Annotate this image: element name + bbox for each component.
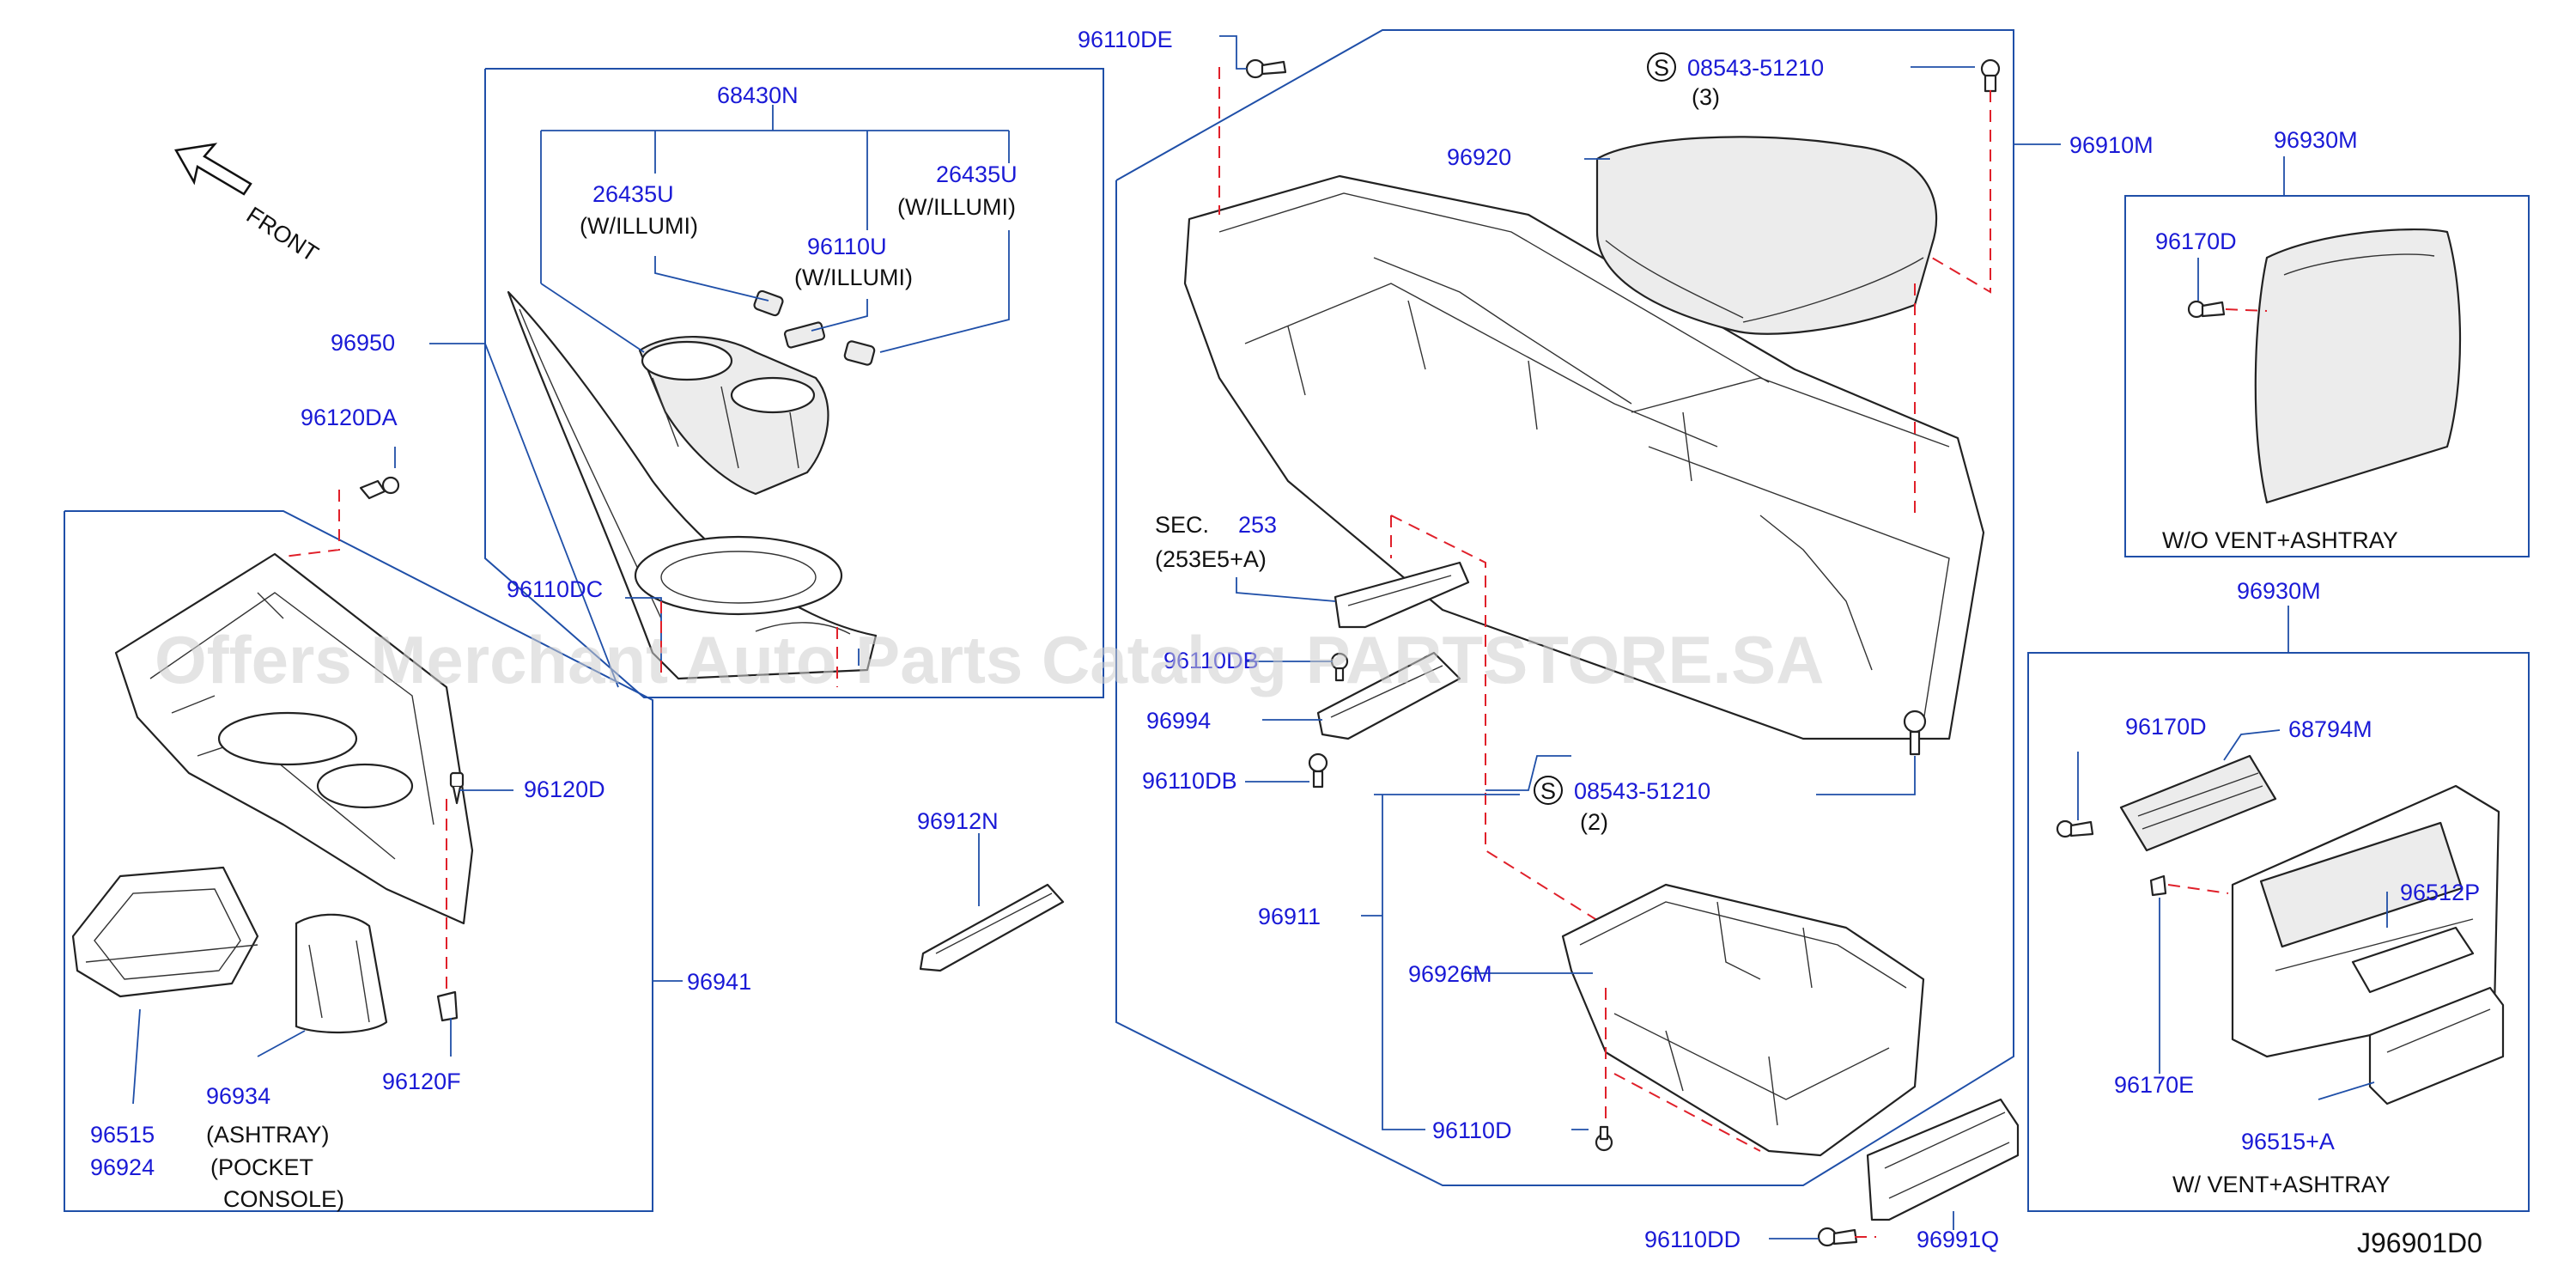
part-note: (W/ILLUMI)	[897, 194, 1016, 220]
rear-finisher-wo-part	[2254, 228, 2462, 504]
variant-note: W/O VENT+ASHTRAY	[2162, 527, 2398, 553]
part-label: 68430N	[717, 82, 799, 108]
section-sub: (253E5+A)	[1155, 546, 1267, 572]
shift-boot-part	[295, 913, 388, 1034]
part-label: 96110DE	[1078, 27, 1173, 52]
armrest-lid-part	[1595, 136, 1938, 335]
rear-finisher-w-box	[2027, 652, 2530, 1212]
illumination-bulbs-part	[753, 289, 876, 366]
part-note: (3)	[1692, 84, 1720, 110]
part-label: 96515	[90, 1122, 155, 1148]
part-label: 96110U	[807, 234, 887, 259]
part-label: 96926M	[1408, 961, 1492, 987]
part-label: 96912N	[917, 808, 999, 834]
watermark: Offers Merchant Auto Parts Catalog PARTS…	[155, 622, 1825, 697]
console-finisher-part	[114, 552, 474, 925]
part-label: 26435U	[592, 181, 674, 207]
part-label: 96120DA	[301, 405, 398, 430]
s-mark-icon	[1647, 52, 1676, 82]
section-number: 253	[1238, 512, 1277, 538]
part-label: 96120D	[524, 777, 605, 802]
front-label: FRONT	[242, 202, 323, 267]
part-label: 96950	[331, 330, 395, 356]
bracket-96994-part	[1316, 651, 1461, 740]
storage-tray-part	[1561, 883, 1925, 1157]
part-note: (W/ILLUMI)	[794, 265, 913, 290]
part-label: 96941	[687, 969, 751, 995]
part-label: 96170D	[2155, 228, 2237, 254]
part-label: 96994	[1146, 708, 1211, 734]
cupholder-finisher-part	[507, 290, 878, 680]
part-note: (W/ILLUMI)	[580, 213, 698, 239]
screw-icon	[359, 476, 400, 500]
clip-icon	[2149, 874, 2167, 897]
s-mark-label: S	[1540, 778, 1556, 804]
ashtray-96515a-part	[2368, 986, 2505, 1105]
part-label: 96110D	[1432, 1118, 1512, 1143]
part-label: 26435U	[936, 161, 1018, 187]
part-note: (ASHTRAY)	[206, 1122, 330, 1148]
s-mark-label: S	[1654, 55, 1669, 81]
bracket-part	[1334, 561, 1470, 629]
front-arrow-icon	[174, 143, 252, 196]
part-label: 96120F	[382, 1069, 461, 1094]
part-label: 96515+A	[2241, 1129, 2335, 1154]
part-label: 96110DC	[507, 576, 603, 602]
clip-icon	[436, 990, 459, 1022]
cupholder-group-box	[484, 68, 1104, 698]
screw-icon	[1308, 752, 1328, 789]
part-label: 96934	[206, 1083, 270, 1109]
part-label: 96930M	[2274, 127, 2358, 153]
part-label: 96110DB	[1163, 648, 1259, 673]
console-group-box	[1115, 29, 2014, 1186]
screw-icon	[449, 771, 465, 805]
screw-icon	[1595, 1125, 1613, 1152]
screw-icon	[1817, 1227, 1858, 1247]
rear-finisher-wo-box	[2124, 195, 2530, 557]
screw-icon	[1980, 58, 2001, 93]
screw-icon	[2187, 300, 2226, 319]
part-note: (POCKET	[210, 1154, 313, 1180]
variant-note: W/ VENT+ASHTRAY	[2172, 1172, 2391, 1197]
part-label: 96991Q	[1917, 1227, 1999, 1252]
part-note: (2)	[1580, 809, 1608, 835]
ashtray-96512p-part	[2351, 926, 2475, 994]
part-label: 08543-51210	[1574, 778, 1710, 804]
part-label: 96512P	[2400, 880, 2480, 905]
part-label: 96920	[1447, 144, 1511, 170]
part-label: 96110DD	[1644, 1227, 1741, 1252]
s-mark-icon	[1534, 776, 1563, 805]
part-label: 96110DB	[1142, 768, 1237, 794]
clip-96912n-part	[919, 883, 1065, 972]
part-note: CONSOLE)	[223, 1186, 344, 1212]
part-label: 08543-51210	[1687, 55, 1824, 81]
console-box-part	[1183, 174, 1985, 740]
part-label: 96911	[1258, 904, 1321, 929]
part-label: 96930M	[2237, 578, 2321, 604]
bracket-96991q-part	[1866, 1098, 2020, 1221]
vent-part	[2119, 754, 2277, 852]
screw-icon	[2056, 819, 2094, 838]
part-label: 96170D	[2125, 714, 2207, 740]
finisher-group-box	[64, 510, 653, 1212]
screw-icon	[1245, 58, 1287, 79]
section-label: SEC.	[1155, 512, 1209, 538]
part-label: 68794M	[2288, 716, 2372, 742]
bolt-icon	[1903, 710, 1927, 756]
part-label: 96924	[90, 1154, 155, 1180]
cup-holder-part	[638, 335, 829, 496]
diagram-id: J96901D0	[2357, 1227, 2482, 1258]
ashtray-part	[71, 866, 259, 998]
part-label: 96170E	[2114, 1072, 2194, 1098]
part-label: 96910M	[2069, 132, 2154, 158]
